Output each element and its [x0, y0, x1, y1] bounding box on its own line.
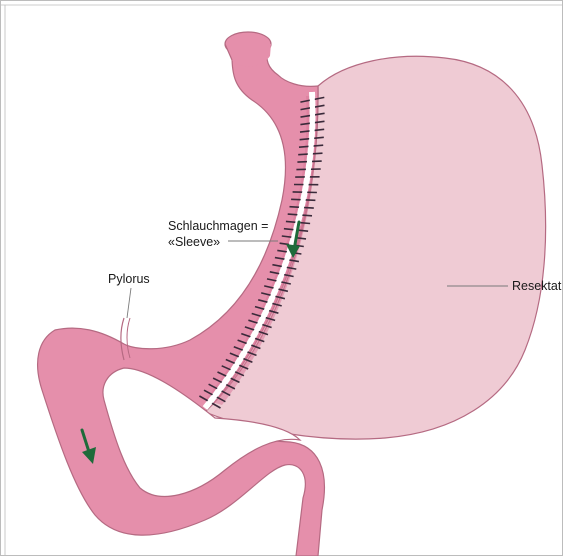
sleeve-label-line1: Schlauchmagen =: [168, 219, 268, 233]
pylorus-leader-line: [127, 288, 131, 318]
pylorus-label: Pylorus: [108, 272, 150, 286]
resektat-label: Resektat: [512, 279, 562, 293]
sleeve-label-line2: «Sleeve»: [168, 235, 220, 249]
resected-stomach-part: [205, 56, 546, 439]
